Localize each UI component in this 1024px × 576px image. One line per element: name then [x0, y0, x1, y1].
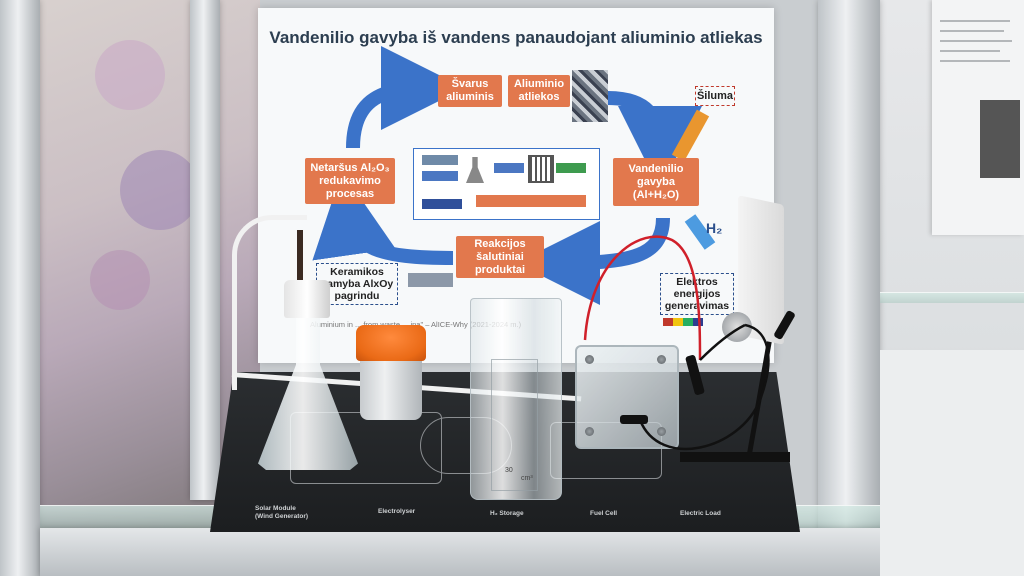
board-label-storage: H₂ Storage: [490, 510, 524, 517]
beaker-unit: cm³: [521, 475, 533, 482]
case-post-inner-left: [190, 0, 220, 500]
box-text: Reakcijos: [474, 237, 526, 250]
case-post-right: [818, 0, 880, 576]
glass-shelf-right: [880, 292, 1024, 303]
mini-block: [476, 195, 586, 207]
beaker-inner: [491, 359, 538, 491]
black-wire: [699, 323, 746, 361]
box-text: Švarus: [451, 78, 489, 90]
box-reaction-products: Reakcijos šalutiniai produktai: [456, 236, 544, 278]
document-photo: [980, 100, 1020, 178]
box-text: Šiluma: [696, 90, 734, 102]
gas-tube: [232, 215, 307, 390]
box-text: pagrindu: [334, 290, 380, 302]
poster-footnote: Aluminium in ... from waste ... ina" – A…: [310, 320, 521, 329]
floral-blur: [95, 40, 165, 110]
box-text: Aliuminio: [513, 78, 565, 90]
board-label-text: Solar Module: [255, 505, 296, 512]
box-aluminium-waste: Aliuminio atliekos: [508, 75, 570, 107]
box-text: Netaršus Al₂O₃: [310, 161, 390, 174]
case-post-left: [0, 0, 40, 576]
fuelcell-icon: [528, 155, 554, 183]
right-document: [932, 0, 1024, 235]
fan-base: [680, 452, 790, 462]
floral-blur: [120, 150, 200, 230]
mini-block: [422, 199, 462, 209]
process-poster: Vandenilio gavyba iš vandens panaudojant…: [258, 8, 774, 363]
floral-blur: [90, 250, 150, 310]
box-text: procesas: [325, 187, 375, 200]
box-text: atliekos: [518, 91, 560, 103]
box-text: Elektros: [676, 276, 718, 288]
beaker-mark: 30: [505, 467, 513, 474]
black-wire: [638, 323, 770, 451]
screw-icon: [585, 355, 594, 364]
box-hydrogen-production: Vandenilio gavyba (Al+H₂O): [613, 158, 699, 206]
measuring-container: 30 cm³: [470, 298, 562, 500]
box-reduction-process: Netaršus Al₂O₃ redukavimo procesas: [305, 158, 395, 204]
board-label-fuel-cell: Fuel Cell: [590, 510, 618, 517]
box-text: šalutiniai: [476, 250, 524, 263]
mini-block: [422, 171, 458, 181]
aluminium-scrap-photo: [572, 70, 608, 122]
box-text: gamyba AlxOy: [320, 278, 394, 290]
box-text: redukavimo: [319, 174, 381, 187]
electrode-rod: [297, 230, 303, 300]
jar-cap: [356, 325, 426, 361]
h2-label: H₂: [706, 220, 723, 236]
box-text: produktai: [474, 263, 526, 276]
board-label-text: (Wind Generator): [255, 513, 309, 520]
screw-icon: [657, 427, 666, 436]
board-label-electrolyser: Electrolyser: [378, 508, 416, 515]
box-text: aliuminis: [446, 91, 494, 103]
box-text: Vandenilio: [628, 162, 684, 175]
right-document-lower: [880, 350, 1024, 576]
box-heat: Šiluma: [695, 86, 735, 106]
box-text: Keramikos: [330, 266, 384, 278]
screw-icon: [657, 355, 666, 364]
box-text: gavyba: [637, 175, 675, 188]
case-bottom-rail: [40, 528, 940, 576]
box-clean-aluminium: Švarus aliuminis: [438, 75, 502, 107]
screw-icon: [585, 427, 594, 436]
red-wire: [583, 235, 702, 361]
board-label-load: Electric Load: [680, 510, 721, 517]
alligator-clip: [620, 415, 648, 424]
inner-diagram-panel: [413, 148, 600, 220]
fuel-cell: [575, 345, 679, 449]
aluminium-pellet-jar: [360, 358, 422, 420]
mini-block: [422, 155, 458, 165]
poster-title: Vandenilio gavyba iš vandens panaudojant…: [269, 28, 763, 47]
flask-stopper: [284, 280, 330, 318]
mini-block: [494, 163, 524, 173]
mini-block: [556, 163, 586, 173]
board-label-solar: Solar Module (Wind Generator): [255, 505, 308, 521]
box-text: (Al+H₂O): [632, 188, 680, 201]
flag-icons: [663, 318, 703, 326]
cycle-arrows: [312, 46, 716, 305]
